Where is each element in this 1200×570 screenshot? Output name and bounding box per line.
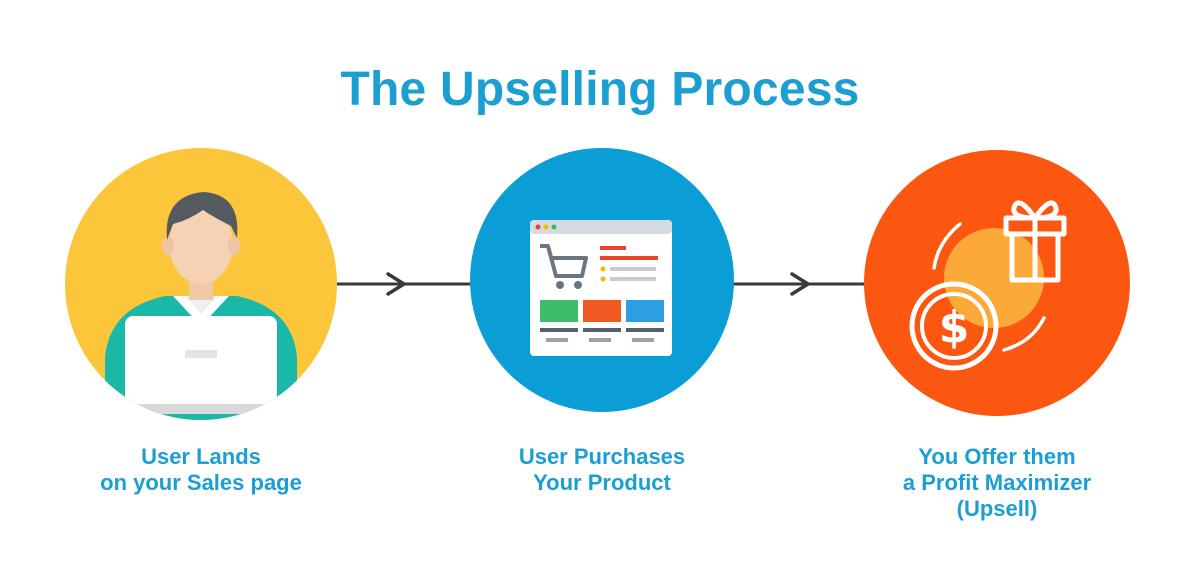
step-1-label-line-1: User Lands [141,444,261,469]
step-1-label: User Lands on your Sales page [51,444,351,496]
arrow-right-icon [790,272,810,296]
step-3-circle: $ [864,150,1130,416]
diagram-title: The Upselling Process [340,63,860,117]
step-3-label: You Offer them a Profit Maximizer (Upsel… [847,444,1147,522]
step-2-label-line-2: Your Product [533,470,671,495]
step-3-label-line-2: a Profit Maximizer [902,470,1092,495]
connector-2-3 [732,272,872,296]
step-3-label-line-3: (Upsell) [956,496,1038,521]
dollar-coin-icon: $ [909,281,999,371]
gift-and-dollar-icon: $ [909,200,1067,371]
step-1-label-line-2: on your Sales page [100,470,302,495]
step-2-label-line-1: User Purchases [518,444,686,469]
arrow-right-icon [386,272,406,296]
step-2-label: User Purchases Your Product [452,444,752,496]
cart-icon [540,244,588,278]
person-with-laptop-icon [105,192,297,420]
step-2-circle [470,148,734,412]
step-1-circle [65,148,337,420]
shopping-page-icon [530,220,672,356]
gift-icon [1003,200,1067,283]
connector-1-2 [336,272,476,296]
step-3-label-line-1: You Offer them [918,444,1076,469]
svg-text:$: $ [939,302,970,353]
